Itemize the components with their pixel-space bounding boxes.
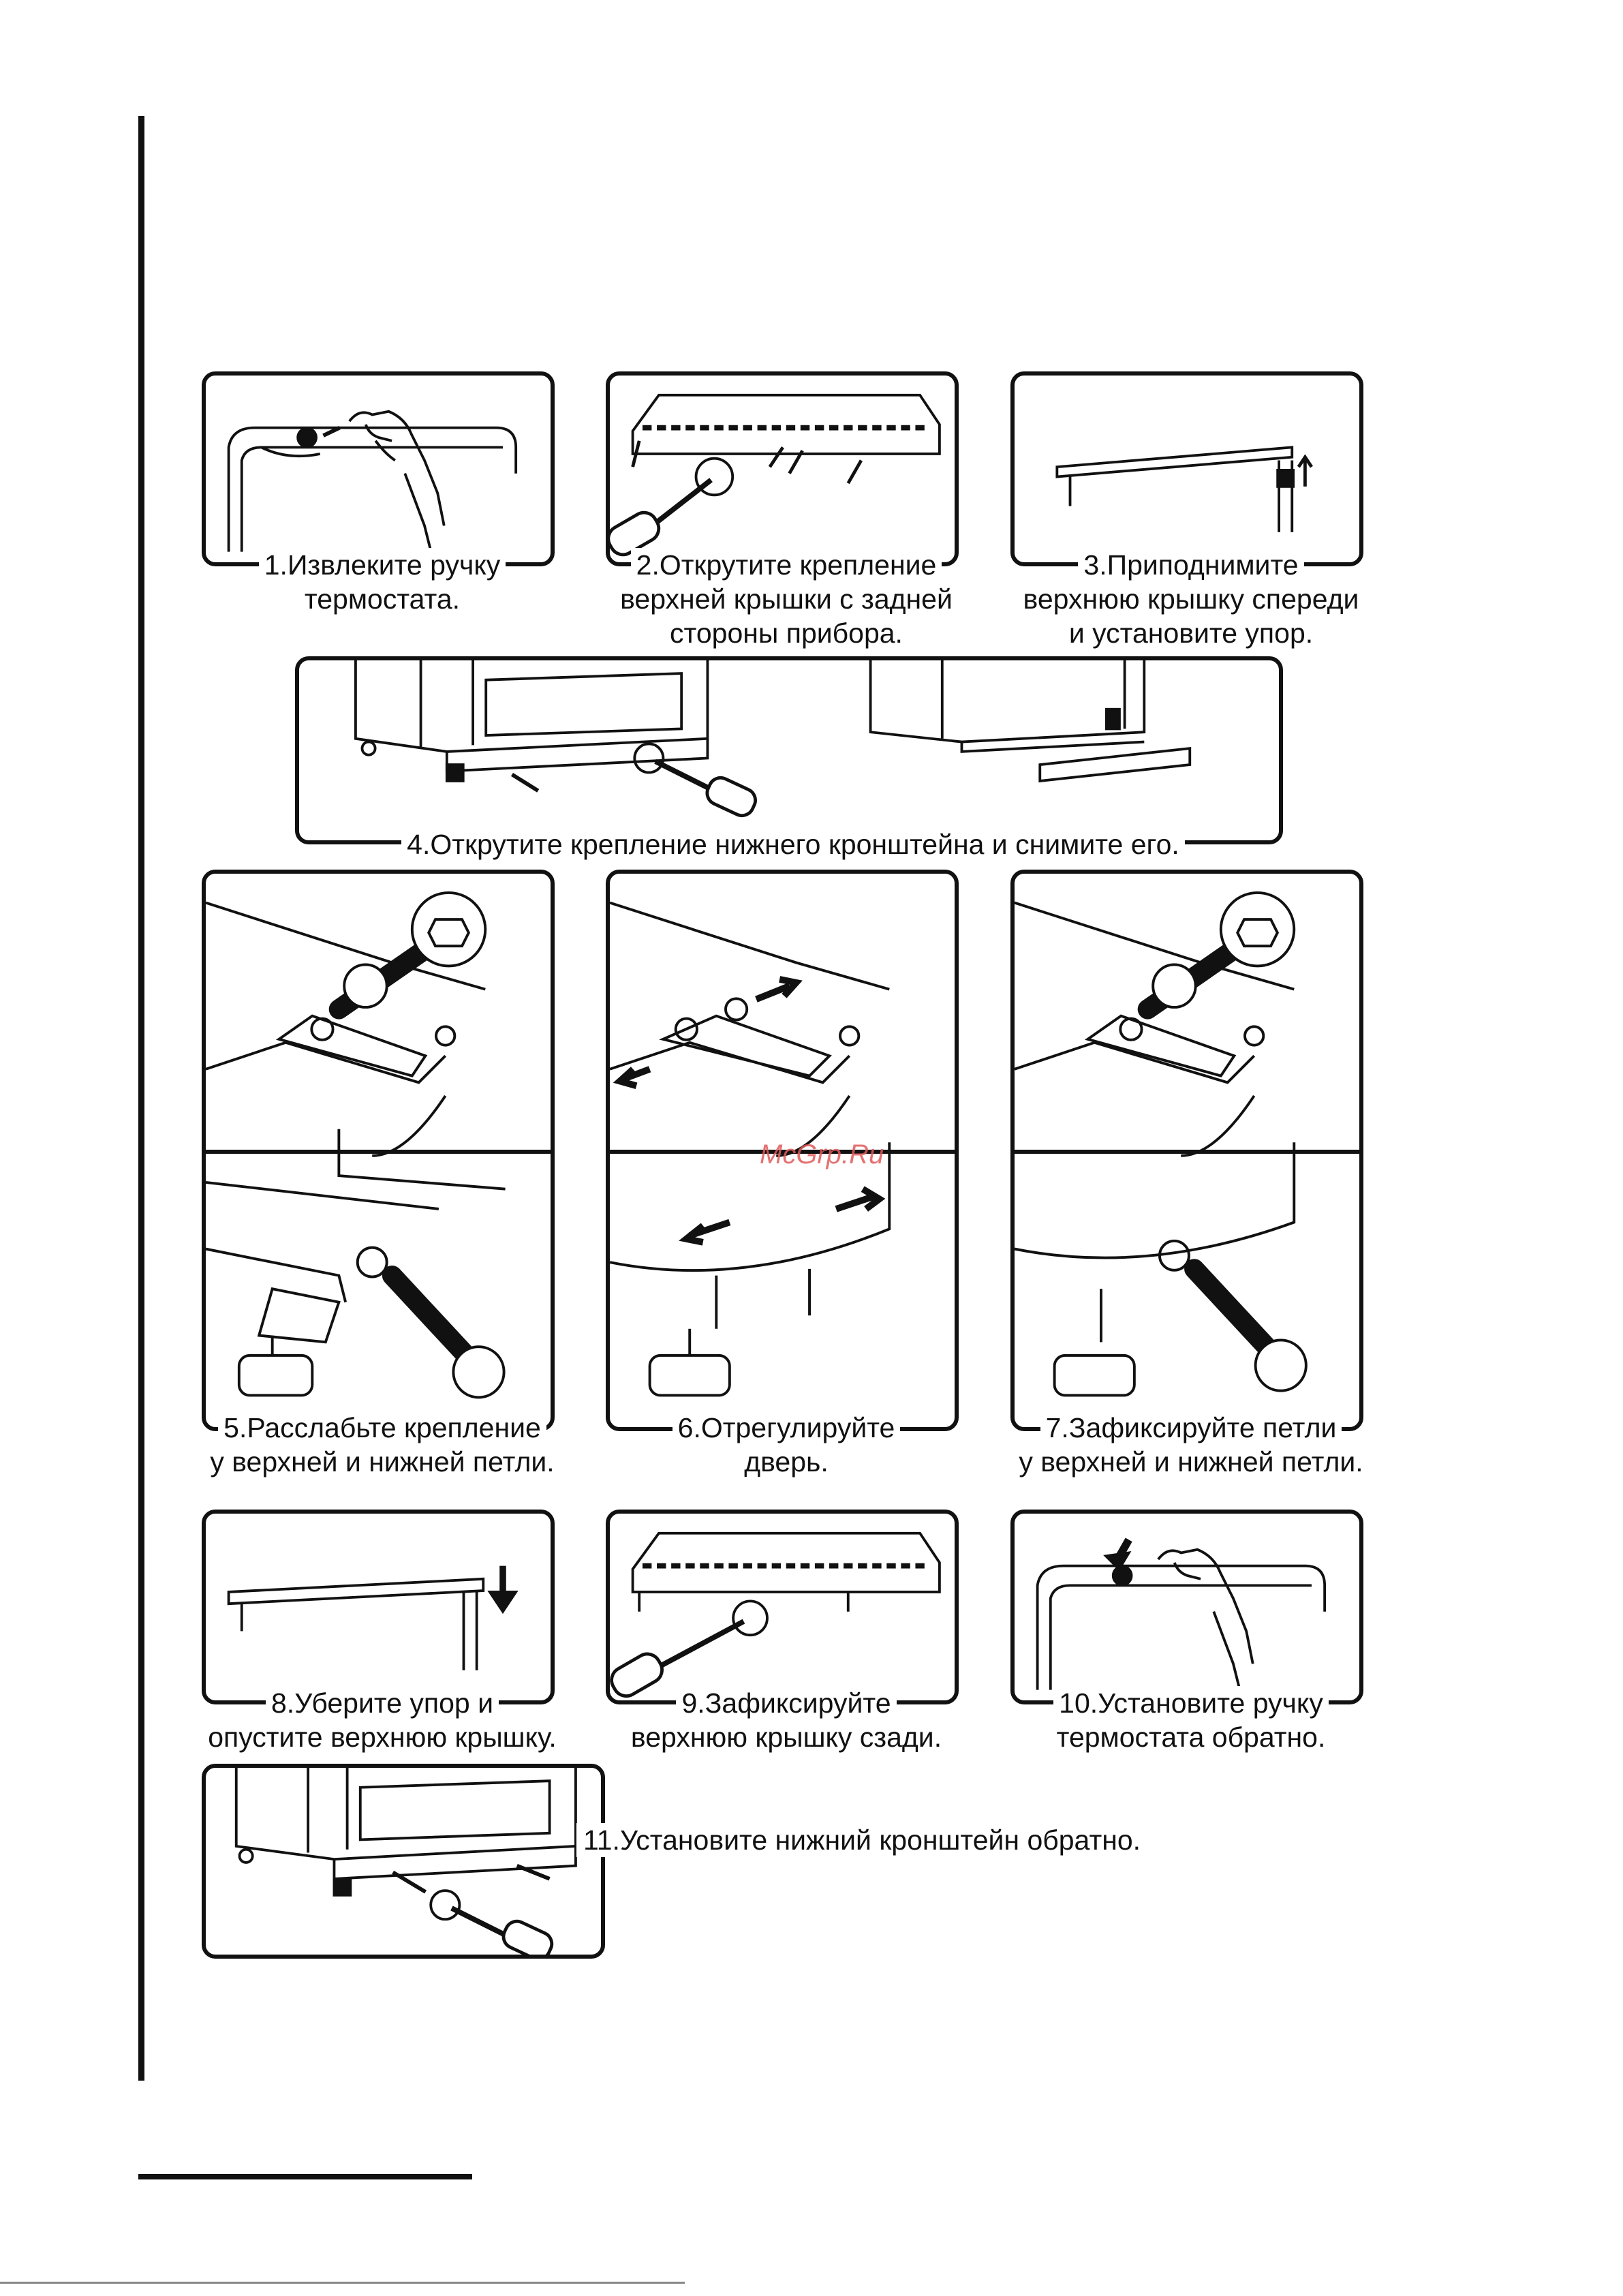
step-6-caption: 6.Отрегулируйте дверь. (610, 1411, 963, 1479)
step-11-illustration (234, 1768, 577, 1955)
step-1-illustration (227, 410, 518, 553)
step-2-caption: 2.Открутите крепление верхней крышки с з… (610, 548, 963, 650)
step-3-caption-line3: и установите упор. (1068, 617, 1314, 649)
step-9-caption-line1: 9.Зафиксируйте (676, 1686, 897, 1720)
step-11-caption: 11.Установите нижний кронштейн обратно. (576, 1823, 1148, 1857)
step-1-caption-line2: термостата. (304, 583, 461, 615)
step-6-illustration (610, 901, 891, 1397)
step-10-caption: 10.Установите ручку термостата обратно. (1015, 1686, 1367, 1754)
step-4-caption: 4.Открутите крепление нижнего кронштейна… (299, 827, 1287, 861)
step-2-illustration (610, 393, 941, 557)
step-2-panel: 2.Открутите крепление верхней крышки с з… (606, 371, 959, 649)
step-5-caption: 5.Расслабьте крепление у верхней и нижне… (206, 1411, 559, 1479)
step-8-illustration (227, 1565, 519, 1670)
step-5-panel: 5.Расслабьте крепление у верхней и нижне… (202, 870, 555, 1478)
step-6-caption-line2: дверь. (744, 1446, 829, 1478)
step-10-caption-line2: термостата обратно. (1056, 1721, 1326, 1753)
step-4-caption-line1: 4.Открутите крепление нижнего кронштейна… (401, 827, 1185, 861)
step-9-caption-line2: верхнюю крышку сзади. (630, 1721, 942, 1753)
step-3-illustration (1055, 446, 1313, 532)
step-4-illustration (354, 660, 1192, 818)
step-5-caption-line2: у верхней и нижней петли. (210, 1446, 555, 1478)
step-10-illustration (1036, 1537, 1327, 1691)
step-8-caption-line2: опустите верхнюю крышку. (208, 1721, 557, 1753)
step-9-illustration (610, 1531, 941, 1698)
step-1-panel: 1.Извлеките ручку термостата. (202, 371, 555, 615)
step-10-caption-line1: 10.Установите ручку (1053, 1686, 1329, 1720)
step-7-divider (1015, 1150, 1359, 1154)
step-3-caption-line2: верхнюю крышку спереди (1023, 583, 1359, 615)
step-9-caption: 9.Зафиксируйте верхнюю крышку сзади. (610, 1686, 963, 1754)
step-8-caption-line1: 8.Уберите упор и (266, 1686, 499, 1720)
step-2-caption-line3: стороны прибора. (670, 617, 903, 649)
step-1-caption: 1.Извлеките ручку термостата. (206, 548, 559, 616)
step-2-caption-line2: верхней крышки с задней (620, 583, 953, 615)
step-8-caption: 8.Уберите упор и опустите верхнюю крышку… (206, 1686, 559, 1754)
step-7-illustration (1015, 891, 1308, 1397)
step-4-panel: 4.Открутите крепление нижнего кронштейна… (295, 656, 1283, 861)
page-footer-rule (138, 2174, 472, 2179)
step-6-divider (610, 1150, 955, 1154)
watermark: McGrp.Ru (760, 1139, 884, 1169)
step-2-caption-line1: 2.Открутите крепление (630, 548, 942, 582)
step-3-caption-line1: 3.Приподнимите (1078, 548, 1304, 582)
step-6-caption-line1: 6.Отрегулируйте (672, 1411, 901, 1445)
page-left-rule (138, 116, 144, 2081)
step-7-caption-line1: 7.Зафиксируйте петли (1040, 1411, 1342, 1445)
page-bottom-line (0, 2282, 685, 2284)
step-6-panel: McGrp.Ru 6.Отрегулируйте дверь. (606, 870, 959, 1478)
step-5-illustration (206, 891, 506, 1399)
step-11-panel (202, 1764, 605, 1959)
step-9-panel: 9.Зафиксируйте верхнюю крышку сзади. (606, 1510, 959, 1753)
step-7-caption: 7.Зафиксируйте петли у верхней и нижней … (1015, 1411, 1367, 1479)
step-8-panel: 8.Уберите упор и опустите верхнюю крышку… (202, 1510, 557, 1753)
step-5-divider (206, 1150, 551, 1154)
step-5-caption-line1: 5.Расслабьте крепление (218, 1411, 546, 1445)
step-3-caption: 3.Приподнимите верхнюю крышку спереди и … (1015, 548, 1367, 650)
step-3-panel: 3.Приподнимите верхнюю крышку спереди и … (1010, 371, 1363, 649)
step-7-caption-line2: у верхней и нижней петли. (1019, 1446, 1363, 1478)
step-7-panel: 7.Зафиксируйте петли у верхней и нижней … (1010, 870, 1363, 1478)
step-1-caption-line1: 1.Извлеките ручку (258, 548, 506, 582)
step-10-panel: 10.Установите ручку термостата обратно. (1010, 1510, 1363, 1753)
